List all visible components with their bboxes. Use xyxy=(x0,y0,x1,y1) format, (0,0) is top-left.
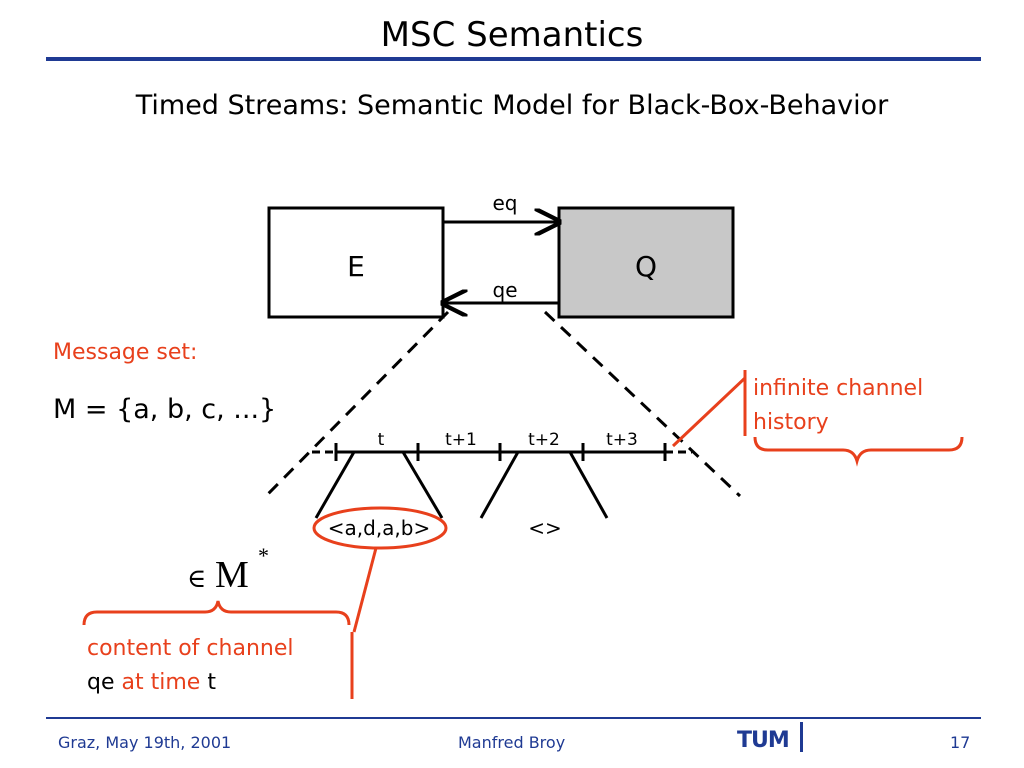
content-tuple-highlight xyxy=(312,506,448,550)
channel-qe-label: qe xyxy=(493,278,518,302)
interval-t2-left xyxy=(479,451,520,519)
content-line-1: content of channel xyxy=(87,636,294,661)
footer-rule xyxy=(46,717,981,719)
footer-place-date: Graz, May 19th, 2001 xyxy=(58,733,232,752)
page-number: 17 xyxy=(950,733,971,752)
logo-divider xyxy=(800,722,803,752)
message-set-heading: Message set: xyxy=(53,340,198,365)
history-curly-brace xyxy=(753,436,964,467)
time-label-t1: t+1 xyxy=(445,430,477,450)
membership-star: * xyxy=(258,543,269,568)
content-t: t xyxy=(207,670,216,695)
channel-eq-label: eq xyxy=(493,191,518,215)
title-rule xyxy=(46,57,981,61)
content-line-2: qe at time t xyxy=(87,666,293,700)
component-e-label: E xyxy=(347,250,365,283)
interval-t2-right xyxy=(568,451,609,519)
component-e-box xyxy=(267,206,445,319)
membership-set: M xyxy=(215,554,249,596)
zoom-line-left xyxy=(264,310,450,498)
history-annotation: infinite channel history xyxy=(753,372,923,440)
content-at-time: at time xyxy=(121,670,201,695)
zoom-line-right xyxy=(543,310,742,498)
tum-logo: TUM xyxy=(737,728,790,753)
slide-title: MSC Semantics xyxy=(380,15,644,55)
history-line-1: infinite channel xyxy=(753,376,924,401)
component-q-label: Q xyxy=(635,250,657,283)
content-callout-line xyxy=(352,547,378,633)
membership-symbol: ∈ xyxy=(187,564,206,594)
slide-subtitle: Timed Streams: Semantic Model for Black-… xyxy=(135,90,889,121)
history-line-2: history xyxy=(753,410,829,435)
interval-t-right xyxy=(401,451,444,519)
component-q-box xyxy=(557,206,735,319)
content-tuple: <a,d,a,b> xyxy=(328,516,431,540)
footer-author: Manfred Broy xyxy=(458,733,566,752)
message-set-definition: M = {a, b, c, ...} xyxy=(53,394,277,425)
empty-content: <> xyxy=(528,516,562,540)
content-curly-brace xyxy=(82,600,351,626)
time-label-t: t xyxy=(378,430,385,450)
history-callout-line xyxy=(671,376,747,448)
time-label-t2: t+2 xyxy=(528,430,560,450)
content-qe: qe xyxy=(87,670,115,695)
interval-t-left xyxy=(314,451,356,519)
time-label-t3: t+3 xyxy=(606,430,638,450)
content-annotation: content of channel qe at time t xyxy=(87,632,293,700)
